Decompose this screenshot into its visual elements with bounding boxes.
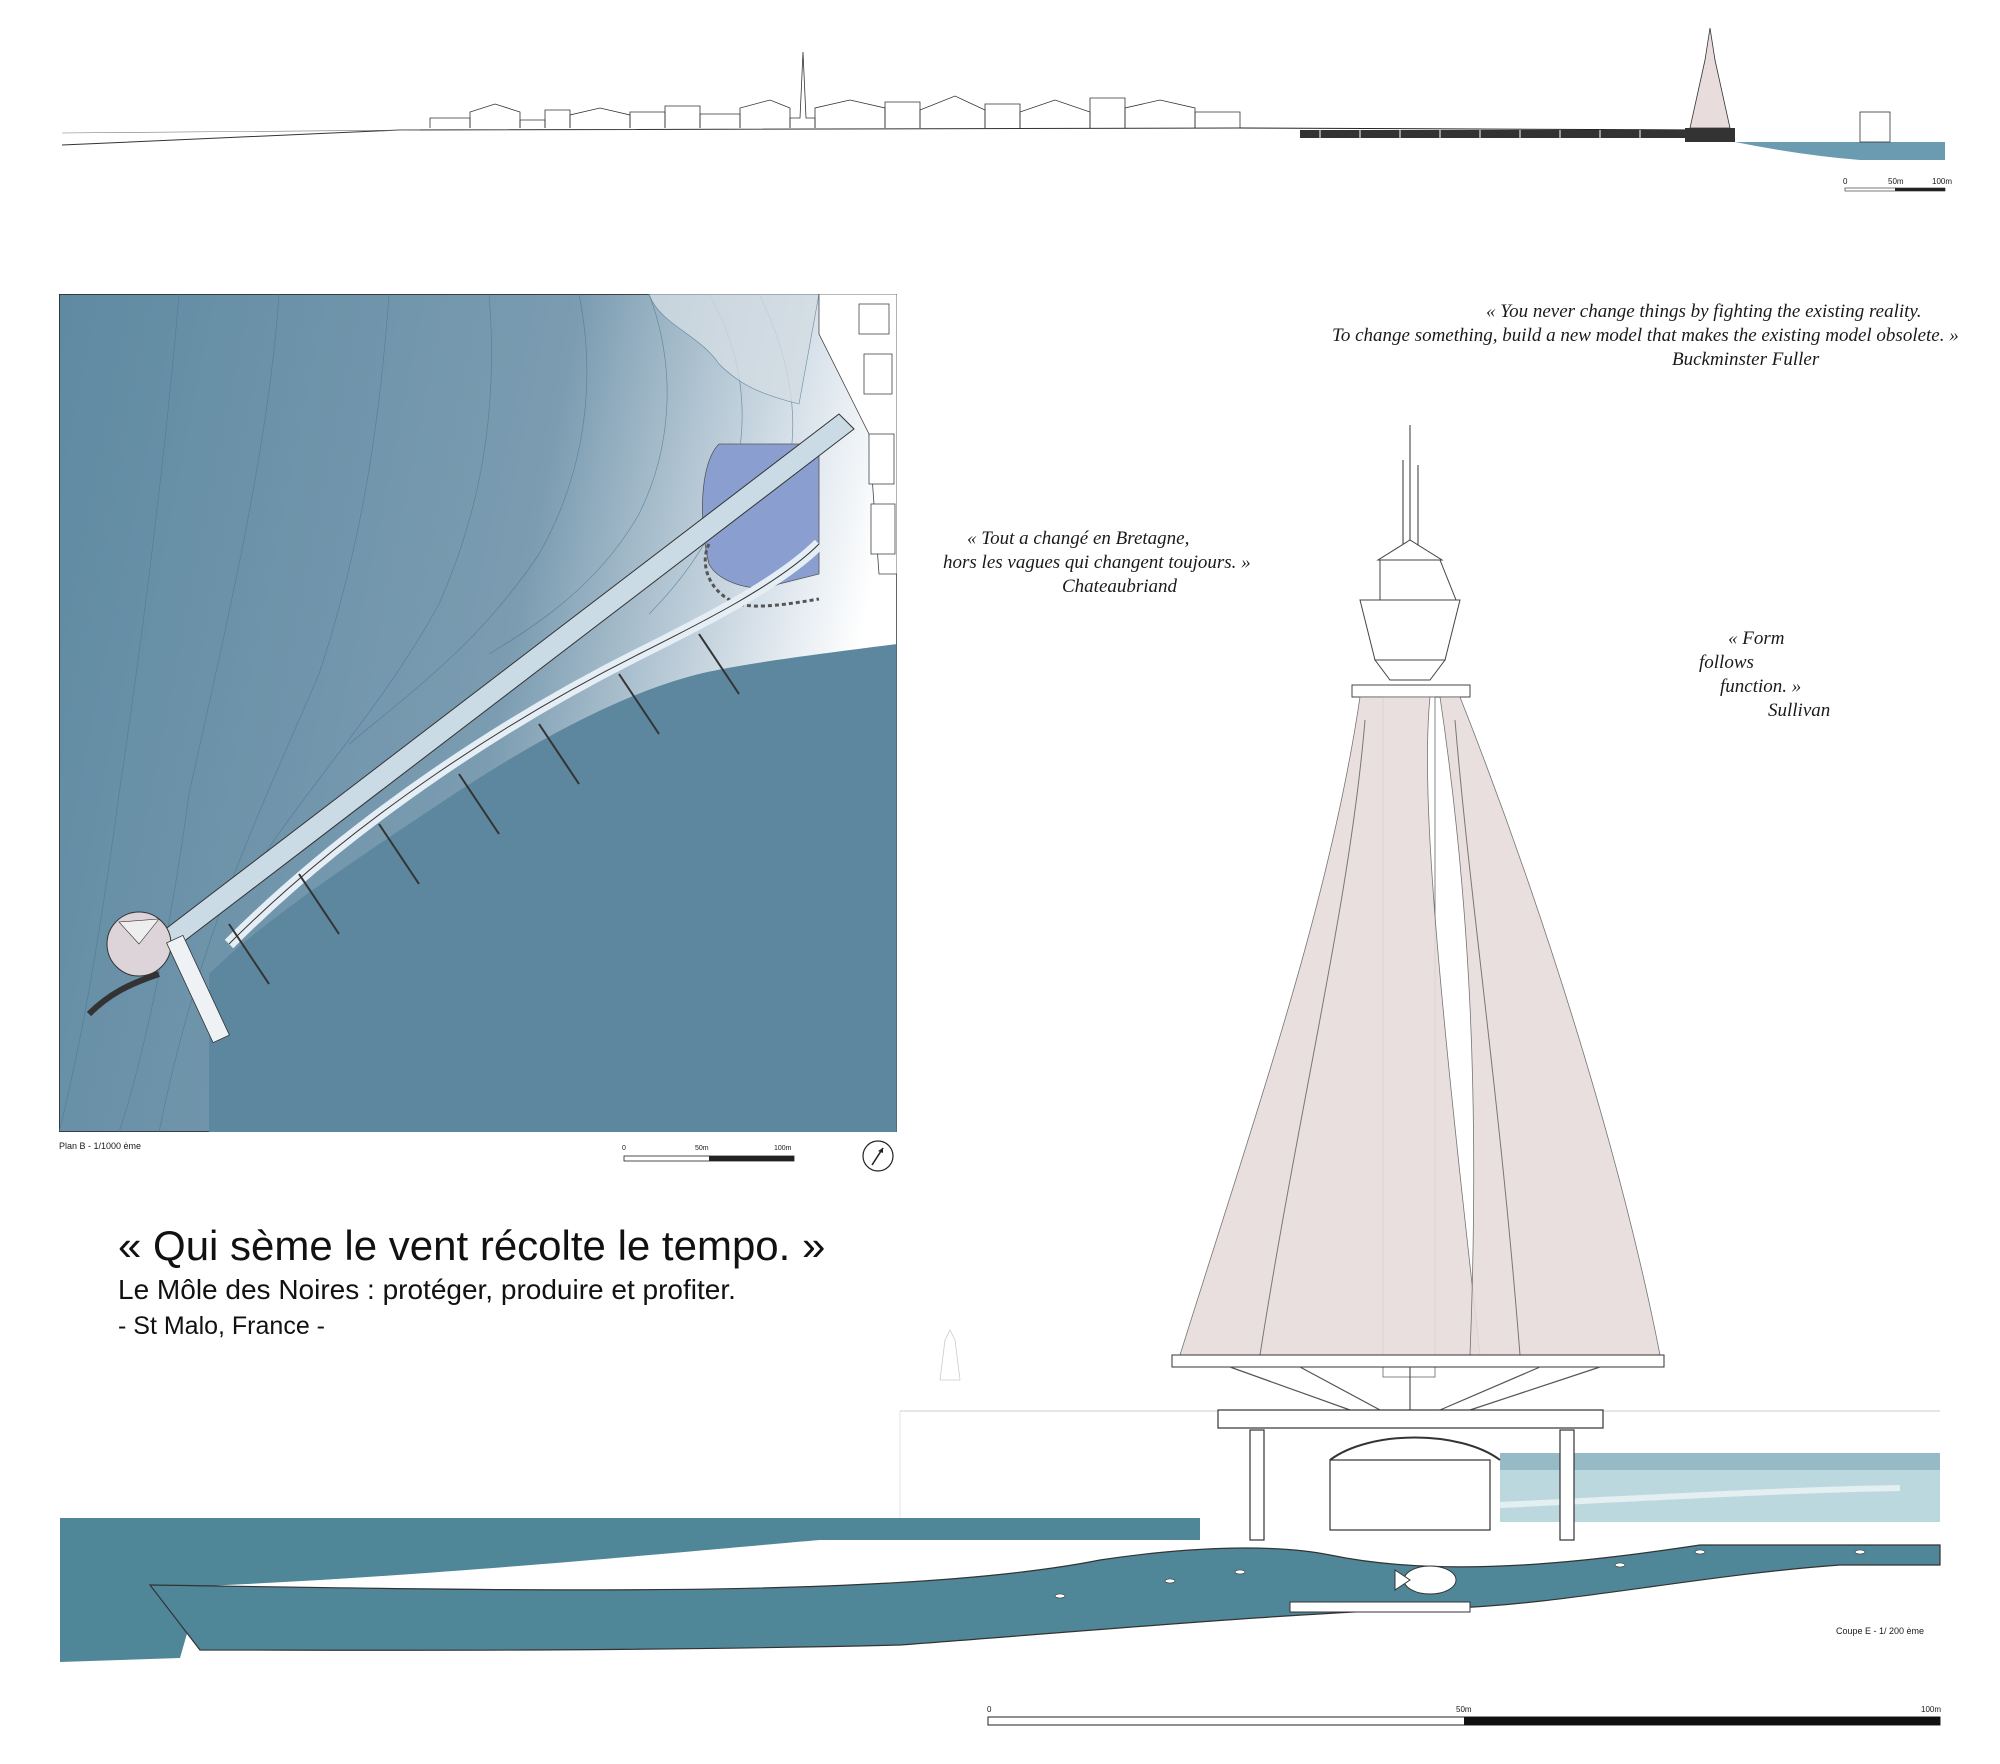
site-plan [59,294,897,1132]
skyline-elevation [61,27,1946,192]
quote-fuller-author: Buckminster Fuller [1672,349,1820,370]
plan-scale-tick-50: 50m [695,1145,709,1152]
elevation-scale-tick-100: 100m [1932,177,1953,186]
quote-sullivan-line2: follows [1699,652,1754,673]
plan-scale-bar [623,1155,795,1162]
quote-fuller-line1: « You never change things by fighting th… [1486,301,1922,322]
quote-sullivan-author: Sullivan [1768,700,1831,721]
tower-section [60,425,1941,1726]
plan-label: Plan B - 1/1000 ème [59,1141,142,1151]
section-scale-tick-50: 50m [1456,1705,1472,1714]
elevation-scale-tick-50: 50m [1888,177,1904,186]
section-scale-tick-100: 100m [1921,1705,1942,1714]
elevation-scale-tick-0: 0 [1843,177,1848,186]
project-subtitle: Le Môle des Noires : protéger, produire … [118,1274,736,1305]
quote-sullivan-line3: function. » [1720,676,1802,697]
north-arrow-icon [862,1140,894,1172]
project-location: - St Malo, France - [118,1312,325,1340]
quote-chateaubriand-author: Chateaubriand [1062,576,1178,597]
section-label: Coupe E - 1/ 200 ème [1836,1626,1925,1636]
quote-chateaubriand-line2: hors les vagues qui changent toujours. » [943,552,1251,573]
quote-fuller-line2: To change something, build a new model t… [1332,325,1959,346]
quote-sullivan-line1: « Form [1728,628,1785,649]
project-title: « Qui sème le vent récolte le tempo. » [118,1222,826,1269]
section-scale-tick-0: 0 [987,1705,992,1714]
quote-chateaubriand-line1: « Tout a changé en Bretagne, [967,528,1190,549]
plan-scale-tick-100: 100m [774,1145,792,1152]
plan-scale-tick-0: 0 [622,1145,626,1152]
